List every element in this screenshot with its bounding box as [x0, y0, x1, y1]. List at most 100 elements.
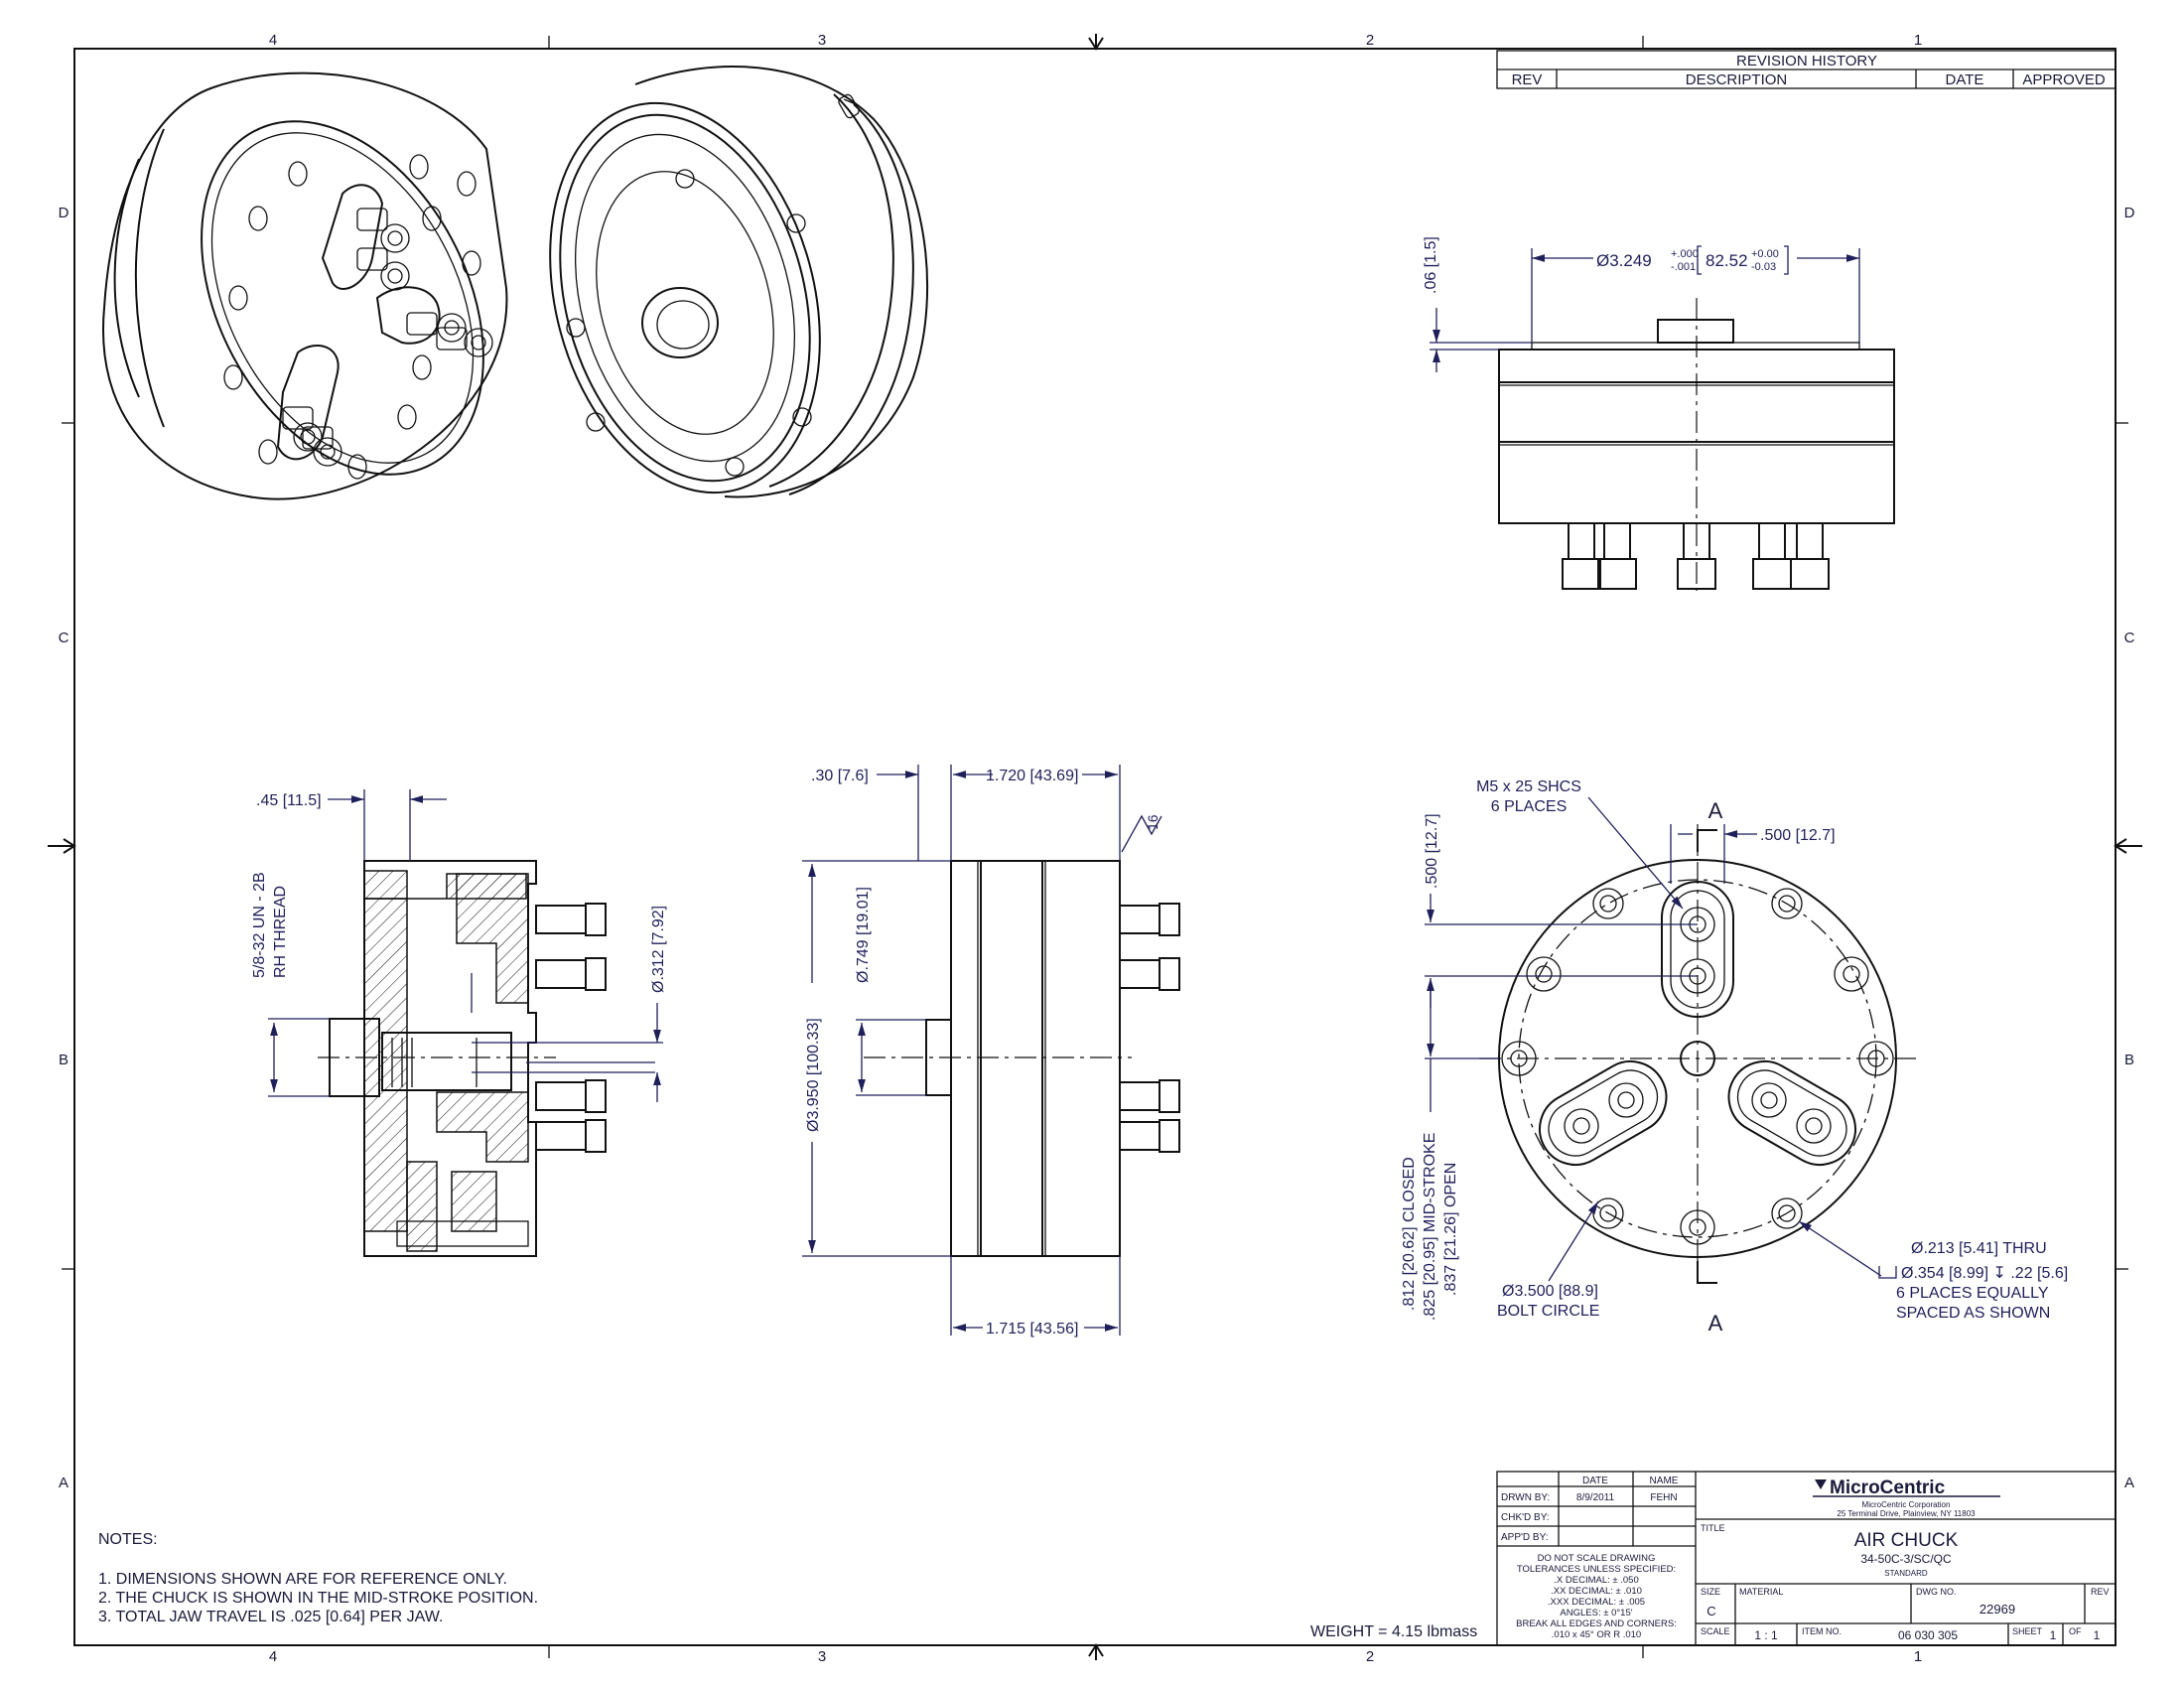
side-tol-minus: -.001: [1671, 261, 1696, 273]
side-diameter: Ø3.249: [1596, 251, 1652, 270]
profile-dim-top-right: 1.720 [43.69]: [986, 768, 1078, 784]
tb-drawn-name: FEHN: [1650, 1492, 1677, 1503]
tb-item-label: ITEM NO.: [1802, 1626, 1842, 1636]
tb-scale: 1 : 1: [1754, 1628, 1778, 1642]
notes-title: NOTES:: [98, 1531, 158, 1548]
tb-approved-by: APP'D BY:: [1501, 1532, 1549, 1543]
rev-col-date: DATE: [1946, 71, 1984, 88]
zone-left-a: A: [59, 1475, 68, 1491]
tb-title-label: TITLE: [1701, 1523, 1725, 1533]
isometric-view-front: [102, 71, 508, 500]
tb-company-line2: 25 Terminal Drive, Plainview, NY 11803: [1837, 1509, 1976, 1518]
section-dim-top: .45 [11.5]: [256, 792, 322, 809]
zone-bottom-3: 3: [818, 1648, 826, 1665]
holes-line4: SPACED AS SHOWN: [1896, 1305, 2050, 1322]
zone-top-1: 1: [1914, 32, 1922, 49]
side-view: Ø3.249 +.000 -.001 82.52 +0.00 -0.03 .06…: [1423, 236, 1895, 591]
rev-col-description: DESCRIPTION: [1686, 71, 1788, 88]
revision-history-table: REVISION HISTORY REV DESCRIPTION DATE AP…: [1496, 50, 2116, 89]
section-thread-line1: 5/8-32 UN - 2B: [251, 872, 268, 978]
section-view: .45 [11.5] 5/8-32 UN - 2B RH THREAD Ø.31…: [251, 789, 667, 1257]
sheet-frame: [48, 34, 2142, 1660]
profile-finish: 16: [1145, 814, 1160, 830]
screws-line1: M5 x 25 SHCS: [1476, 778, 1581, 795]
rev-col-rev: REV: [1512, 71, 1543, 88]
zone-labels: 4 3 2 1 4 3 2 1 D C B A D C B A: [59, 32, 2135, 1665]
tb-tol-3: .XX DECIMAL: ± .010: [1551, 1586, 1642, 1597]
screws-line2: 6 PLACES: [1491, 798, 1567, 815]
holes-line3: 6 PLACES EQUALLY: [1896, 1285, 2049, 1302]
tb-drawn-date: 8/9/2011: [1576, 1492, 1615, 1503]
zone-right-d: D: [2124, 205, 2135, 221]
jaw-offset: .500 [12.7]: [1424, 813, 1440, 889]
side-metric: 82.52: [1706, 251, 1748, 270]
tb-subtitle: 34-50C-3/SC/QC: [1860, 1552, 1952, 1566]
tb-sheet: 1: [2050, 1628, 2057, 1642]
zone-left-c: C: [59, 630, 69, 646]
zone-right-b: B: [2124, 1052, 2134, 1068]
side-metric-minus: -0.03: [1751, 261, 1776, 273]
tb-col-date: DATE: [1582, 1476, 1608, 1486]
tb-rev-label: REV: [2091, 1587, 2110, 1597]
zone-left-b: B: [59, 1052, 68, 1068]
zone-bottom-4: 4: [269, 1648, 277, 1665]
profile-diameter: Ø3.950 [100.33]: [805, 1018, 822, 1132]
holes-line1: Ø.213 [5.41] THRU: [1911, 1240, 2047, 1257]
tb-dwg-no: 22969: [1979, 1602, 2015, 1617]
tb-material-label: MATERIAL: [1739, 1587, 1783, 1597]
tb-company-line1: MicroCentric Corporation: [1862, 1500, 1951, 1509]
weight-label: WEIGHT = 4.15 lbmass: [1310, 1623, 1477, 1640]
note-3: 3. TOTAL JAW TRAVEL IS .025 [0.64] PER J…: [98, 1609, 443, 1625]
jaw-width: .500 [12.7]: [1760, 827, 1836, 844]
tb-company: MicroCentric: [1830, 1477, 1946, 1498]
title-block: DATE NAME DRWN BY: 8/9/2011 FEHN CHK'D B…: [1496, 1471, 2116, 1646]
side-metric-plus: +0.00: [1751, 248, 1779, 260]
tb-title: AIR CHUCK: [1854, 1530, 1959, 1551]
profile-view: .30 [7.6] 1.720 [43.69] 16 Ø.749 [19.01]…: [802, 765, 1180, 1337]
stroke-mid: .825 [20.95] MID-STROKE: [1422, 1133, 1438, 1321]
section-mark-top: A: [1708, 798, 1723, 823]
zone-bottom-2: 2: [1366, 1648, 1374, 1665]
tb-size-label: SIZE: [1701, 1587, 1720, 1597]
tb-tol-6: BREAK ALL EDGES AND CORNERS:: [1516, 1618, 1677, 1629]
tb-sheet-label: SHEET: [2012, 1626, 2043, 1636]
tb-tol-2: .X DECIMAL: ± .050: [1554, 1575, 1638, 1586]
rev-col-approved: APPROVED: [2022, 71, 2106, 88]
profile-pilot: Ø.749 [19.01]: [855, 887, 872, 983]
note-1: 1. DIMENSIONS SHOWN ARE FOR REFERENCE ON…: [98, 1571, 507, 1588]
section-mark-bottom: A: [1708, 1311, 1723, 1336]
zone-right-a: A: [2124, 1475, 2134, 1491]
holes-line2: Ø.354 [8.99] ↧ .22 [5.6]: [1901, 1265, 2068, 1282]
tb-size: C: [1706, 1604, 1715, 1618]
zone-right-c: C: [2124, 630, 2135, 646]
zone-top-4: 4: [269, 32, 277, 49]
profile-dim-bottom: 1.715 [43.56]: [986, 1321, 1078, 1337]
bolt-circle-line1: Ø3.500 [88.9]: [1502, 1283, 1598, 1300]
zone-left-d: D: [59, 205, 69, 221]
zone-top-2: 2: [1366, 32, 1374, 49]
section-bore: Ø.312 [7.92]: [650, 906, 667, 993]
stroke-closed: .812 [20.62] CLOSED: [1401, 1157, 1418, 1311]
tb-tol-4: .XXX DECIMAL: ± .005: [1548, 1597, 1645, 1608]
note-2: 2. THE CHUCK IS SHOWN IN THE MID-STROKE …: [98, 1590, 538, 1607]
tb-drawn-by: DRWN BY:: [1501, 1492, 1550, 1503]
tb-of-label: OF: [2069, 1626, 2082, 1636]
front-view: A A M5 x 25 SHCS 6 PLACES .500 [12.7] .5…: [1401, 778, 2068, 1336]
profile-dim-top-left: .30 [7.6]: [811, 768, 869, 784]
tb-dwg-label: DWG NO.: [1916, 1587, 1957, 1597]
zone-top-3: 3: [818, 32, 826, 49]
isometric-view-back: [549, 66, 929, 498]
section-thread-line2: RH THREAD: [272, 886, 289, 978]
side-tol-plus: +.000: [1671, 248, 1699, 260]
tb-tol-5: ANGLES: ± 0°15': [1560, 1608, 1632, 1618]
revision-history-title: REVISION HISTORY: [1736, 53, 1877, 70]
notes: NOTES: 1. DIMENSIONS SHOWN ARE FOR REFER…: [98, 1531, 538, 1625]
side-height: .06 [1.5]: [1423, 236, 1439, 294]
tb-item-no: 06 030 305: [1898, 1628, 1958, 1642]
tb-tol-7: .010 x 45° OR R .010: [1552, 1629, 1641, 1640]
stroke-open: .837 [21.26] OPEN: [1442, 1163, 1459, 1296]
tb-tol-0: DO NOT SCALE DRAWING: [1538, 1553, 1656, 1564]
zone-bottom-1: 1: [1914, 1648, 1922, 1665]
tb-scale-label: SCALE: [1701, 1626, 1730, 1636]
